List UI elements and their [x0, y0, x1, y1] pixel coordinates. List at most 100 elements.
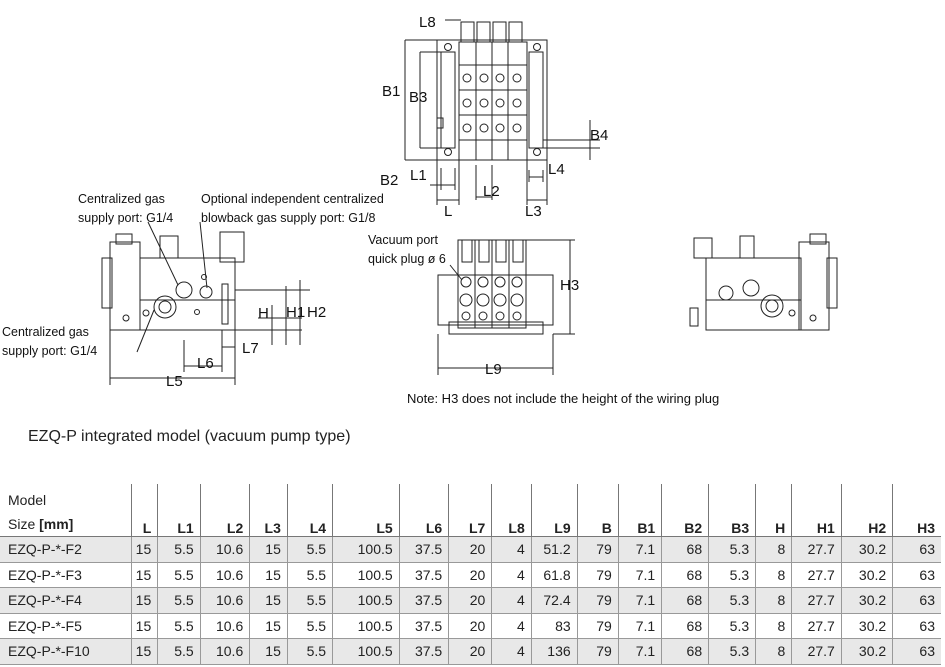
cell-l1: 5.5 [157, 587, 201, 614]
cell-l5: 100.5 [332, 587, 400, 614]
callout-vacuum-line2: quick plug ø 6 [368, 252, 446, 266]
dim-label-h2: H2 [307, 304, 326, 321]
top-view-drawing [404, 19, 600, 205]
cell-l: 15 [131, 536, 159, 563]
column-header-h3: H3 [892, 484, 941, 537]
cell-l2: 10.6 [200, 613, 251, 639]
column-header-l5: L5 [332, 484, 400, 537]
cell-l4: 5.5 [287, 536, 334, 563]
cell-l7: 20 [448, 638, 493, 665]
dim-label-h3: H3 [560, 277, 579, 294]
cell-h3: 63 [892, 638, 941, 665]
cell-l3: 15 [249, 613, 288, 639]
cell-h: 8 [755, 562, 793, 588]
header-size-label: Size [mm] [8, 516, 125, 536]
cell-h1: 27.7 [791, 587, 842, 614]
cell-b2: 68 [661, 638, 710, 665]
cell-l7: 20 [448, 536, 493, 563]
column-header-l7: L7 [448, 484, 493, 537]
cell-b1: 7.1 [618, 587, 663, 614]
cell-h1: 27.7 [791, 613, 842, 639]
callout-vacuum-line1: Vacuum port [368, 233, 438, 247]
cell-l6: 37.5 [399, 587, 450, 614]
callout-gas-supply-top-line1: Centralized gas [78, 192, 165, 206]
cell-h1: 27.7 [791, 562, 842, 588]
dim-label-b2: B2 [380, 172, 398, 189]
header-model-label: Model [8, 492, 47, 508]
cell-l1: 5.5 [157, 536, 201, 563]
cell-l2: 10.6 [200, 638, 251, 665]
cell-l8: 4 [491, 587, 532, 614]
column-header-h2: H2 [841, 484, 894, 537]
cell-l3: 15 [249, 638, 288, 665]
column-header-l6: L6 [399, 484, 450, 537]
cell-h: 8 [755, 587, 793, 614]
cell-l4: 5.5 [287, 638, 334, 665]
cell-h3: 63 [892, 613, 941, 639]
cell-l8: 4 [491, 536, 532, 563]
cell-model: EZQ-P-*-F3 [0, 562, 132, 588]
dim-label-l5: L5 [166, 373, 183, 390]
dim-label-h1: H1 [286, 304, 305, 321]
dim-label-l6: L6 [197, 355, 214, 372]
cell-b2: 68 [661, 536, 710, 563]
cell-l: 15 [131, 613, 159, 639]
side-view-left-drawing [101, 221, 310, 385]
cell-h1: 27.7 [791, 536, 842, 563]
column-header-h: H [755, 484, 793, 537]
cell-h: 8 [755, 638, 793, 665]
header-unit: [mm] [39, 516, 74, 532]
cell-l7: 20 [448, 587, 493, 614]
dim-label-l9: L9 [485, 361, 502, 378]
front-view-drawing [437, 239, 575, 375]
cell-l3: 15 [249, 587, 288, 614]
header-size-text: Size [8, 516, 36, 532]
cell-l9: 61.8 [531, 562, 578, 588]
cell-l: 15 [131, 562, 159, 588]
cell-b: 79 [577, 587, 619, 614]
cell-l6: 37.5 [399, 562, 450, 588]
cell-l2: 10.6 [200, 536, 251, 563]
cell-b: 79 [577, 613, 619, 639]
cell-l9: 72.4 [531, 587, 578, 614]
cell-l8: 4 [491, 562, 532, 588]
dim-label-h: H [258, 305, 269, 322]
cell-l5: 100.5 [332, 638, 400, 665]
cell-h2: 30.2 [841, 613, 894, 639]
cell-b: 79 [577, 638, 619, 665]
cell-l2: 10.6 [200, 562, 251, 588]
cell-h2: 30.2 [841, 587, 894, 614]
callout-gas-supply-left-line1: Centralized gas [2, 325, 89, 339]
cell-b3: 5.3 [708, 587, 757, 614]
cell-b3: 5.3 [708, 613, 757, 639]
cell-l8: 4 [491, 638, 532, 665]
column-header-l1: L1 [157, 484, 201, 537]
cell-b2: 68 [661, 562, 710, 588]
section-title: EZQ-P integrated model (vacuum pump type… [28, 428, 351, 445]
column-header-b3: B3 [708, 484, 757, 537]
cell-l1: 5.5 [157, 638, 201, 665]
cell-l: 15 [131, 587, 159, 614]
dim-label-l3: L3 [525, 203, 542, 220]
cell-h1: 27.7 [791, 638, 842, 665]
cell-l7: 20 [448, 613, 493, 639]
cell-l3: 15 [249, 536, 288, 563]
cell-h2: 30.2 [841, 536, 894, 563]
column-header-l9: L9 [531, 484, 578, 537]
column-header-b: B [577, 484, 619, 537]
cell-l5: 100.5 [332, 536, 400, 563]
cell-l4: 5.5 [287, 613, 334, 639]
cell-h3: 63 [892, 562, 941, 588]
dim-label-b3: B3 [409, 89, 427, 106]
cell-b1: 7.1 [618, 536, 663, 563]
cell-l4: 5.5 [287, 587, 334, 614]
cell-b3: 5.3 [708, 638, 757, 665]
column-header-l4: L4 [287, 484, 334, 537]
column-header-l3: L3 [249, 484, 288, 537]
dim-label-l: L [444, 203, 452, 220]
cell-b3: 5.3 [708, 562, 757, 588]
cell-l2: 10.6 [200, 587, 251, 614]
